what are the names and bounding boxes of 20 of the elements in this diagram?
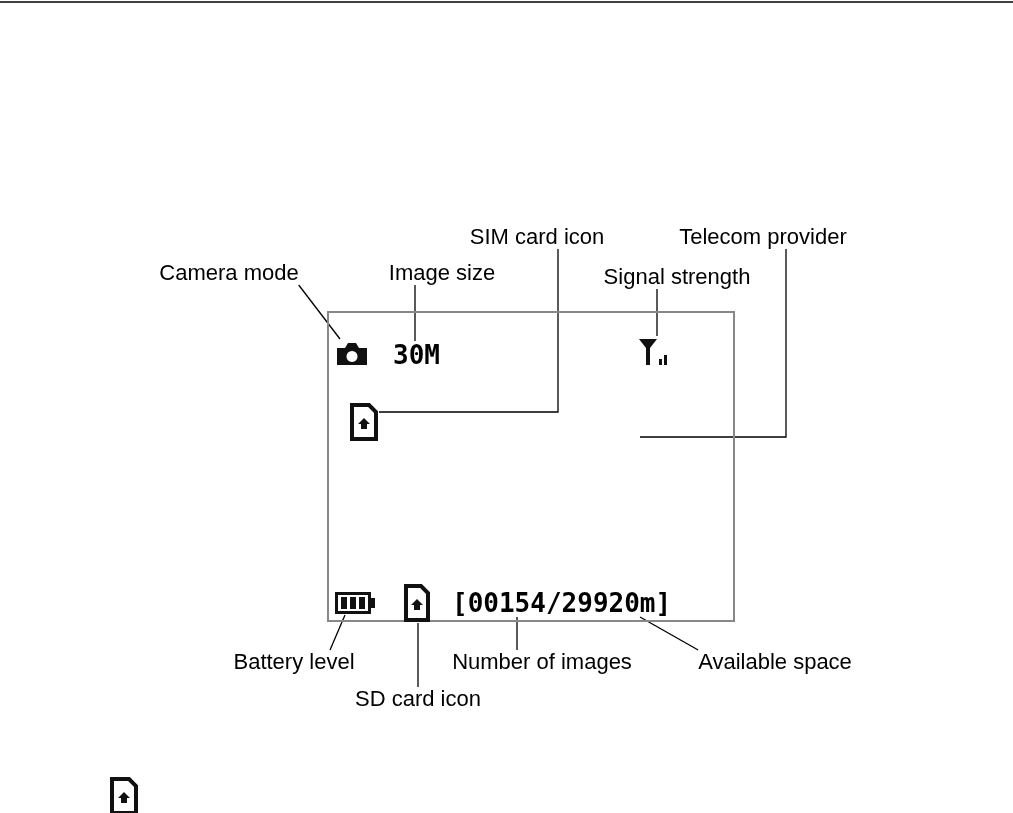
leader-line bbox=[639, 616, 699, 651]
callout-label: SIM card icon bbox=[469, 226, 605, 248]
callout-label: SD card icon bbox=[355, 688, 481, 710]
leader-line bbox=[639, 248, 787, 438]
leader-line bbox=[298, 284, 341, 340]
leader-line bbox=[378, 248, 559, 413]
callout-label: Telecom provider bbox=[679, 226, 847, 248]
display-readout: [00154/29920m] bbox=[452, 590, 672, 616]
leader-line bbox=[414, 284, 416, 342]
callout-label: Camera mode bbox=[159, 262, 299, 284]
leader-line bbox=[516, 616, 518, 651]
callout-label: Image size bbox=[388, 262, 496, 284]
leader-line bbox=[329, 614, 346, 651]
display-readout: 30M bbox=[393, 342, 440, 368]
callout-label: Available space bbox=[698, 651, 852, 673]
callout-label: Signal strength bbox=[603, 266, 751, 288]
callout-label: Battery level bbox=[233, 651, 355, 673]
leader-line bbox=[417, 622, 419, 688]
leader-line bbox=[656, 288, 658, 337]
callout-label: Number of images bbox=[452, 651, 632, 673]
